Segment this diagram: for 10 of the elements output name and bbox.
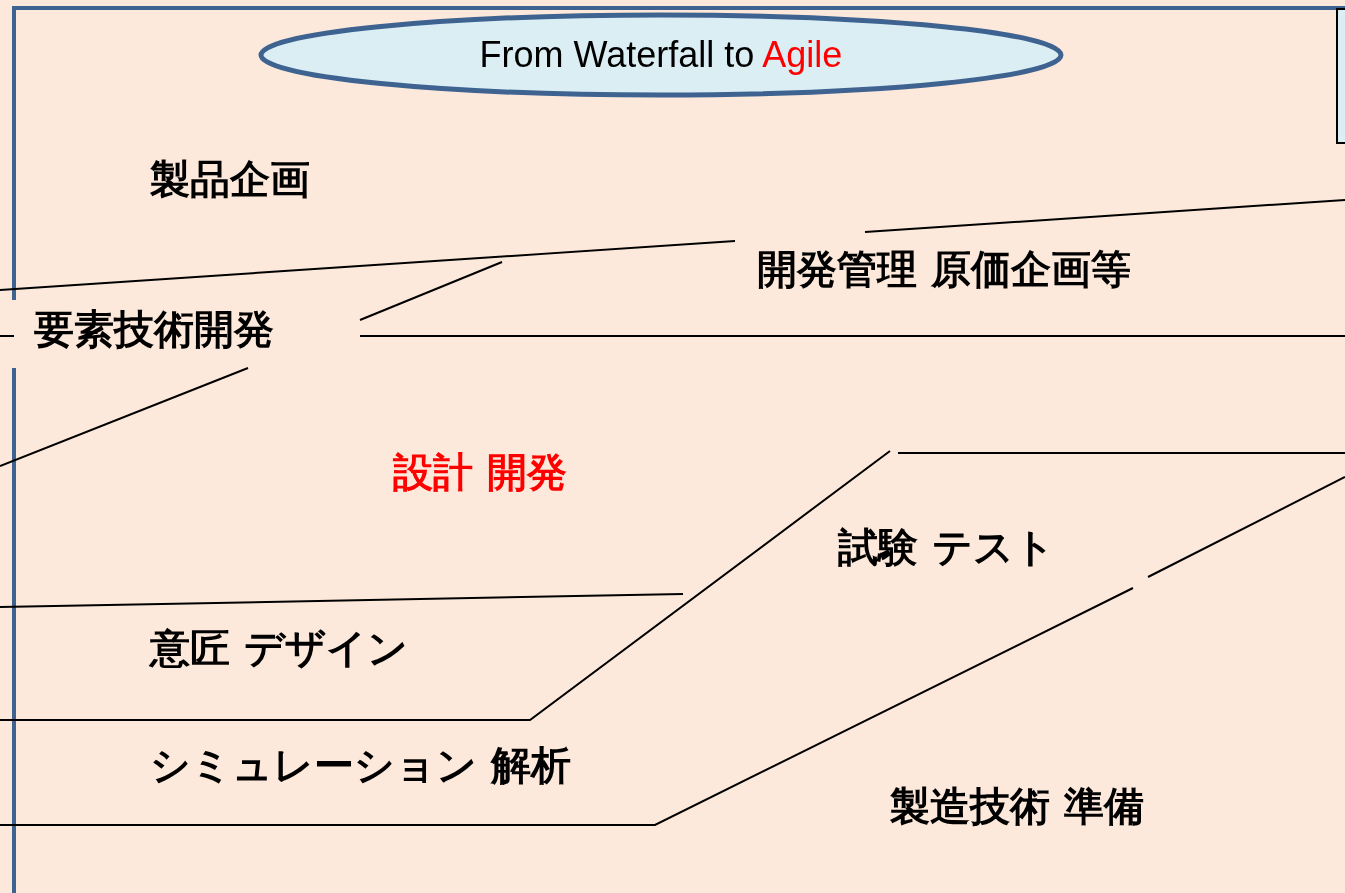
section-label: シミュレーション 解析	[150, 741, 571, 789]
section-label: 製造技術 準備	[890, 782, 1144, 830]
title-ellipse	[258, 12, 1064, 98]
section-label: 開発管理 原価企画等	[757, 245, 1131, 293]
section-label: 要素技術開発	[34, 305, 274, 353]
section-label: 意匠 デザイン	[150, 624, 408, 672]
section-label: 試験 テスト	[838, 523, 1055, 571]
heading-text: From Waterfall to Agile	[479, 34, 843, 76]
section-label: 製品企画	[150, 155, 310, 203]
section-label: 設計 開発	[393, 448, 567, 496]
